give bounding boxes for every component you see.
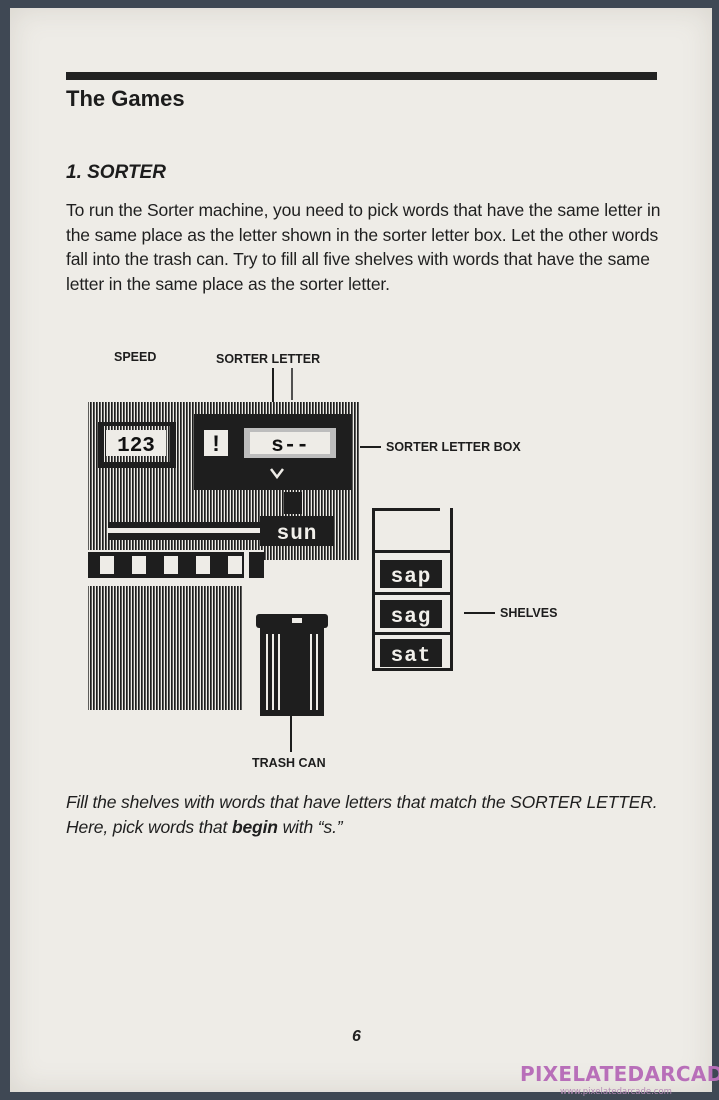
shelves-label: SHELVES xyxy=(500,606,558,620)
speed-value: 123 xyxy=(117,435,155,458)
top-rule xyxy=(66,72,657,80)
speed-label: SPEED xyxy=(114,350,157,364)
sorter-screen-illustration: 123 ! s-- sun xyxy=(88,368,495,752)
caption-text-end: with “s.” xyxy=(277,817,343,837)
section-title: The Games xyxy=(66,86,185,111)
shelves: sap sag sat xyxy=(372,508,453,671)
alert-symbol: ! xyxy=(212,431,219,456)
caption-emphasis: begin xyxy=(231,817,278,837)
watermark-logo: PIXELATEDARCADE xyxy=(520,1062,719,1086)
trash-can xyxy=(256,614,328,716)
sorter-letter-display: s-- xyxy=(271,435,309,458)
game-heading: 1. SORTER xyxy=(66,162,166,183)
current-word: sun xyxy=(277,523,318,546)
sorter-letter-label: SORTER LETTER xyxy=(216,352,321,366)
shelf-word: sat xyxy=(391,645,432,668)
sorter-letter-box-label: SORTER LETTER BOX xyxy=(386,440,521,454)
speed-display: 123 xyxy=(106,430,166,458)
caption-text: Fill the shelves with words that have le… xyxy=(66,792,658,837)
figure-caption: Fill the shelves with words that have le… xyxy=(66,790,666,840)
sorter-diagram: SPEED SORTER LETTER SORTER LETTER BOX SH… xyxy=(66,338,666,778)
trash-can-label: TRASH CAN xyxy=(252,756,326,770)
shelf-word: sag xyxy=(391,606,432,629)
instructions-paragraph: To run the Sorter machine, you need to p… xyxy=(66,200,661,294)
manual-page: The Games 1. SORTER To run the Sorter ma… xyxy=(10,8,712,1092)
page-number: 6 xyxy=(352,1028,361,1045)
watermark-url: www.pixelatedarcade.com xyxy=(560,1087,672,1097)
shelf-word: sap xyxy=(391,566,432,589)
